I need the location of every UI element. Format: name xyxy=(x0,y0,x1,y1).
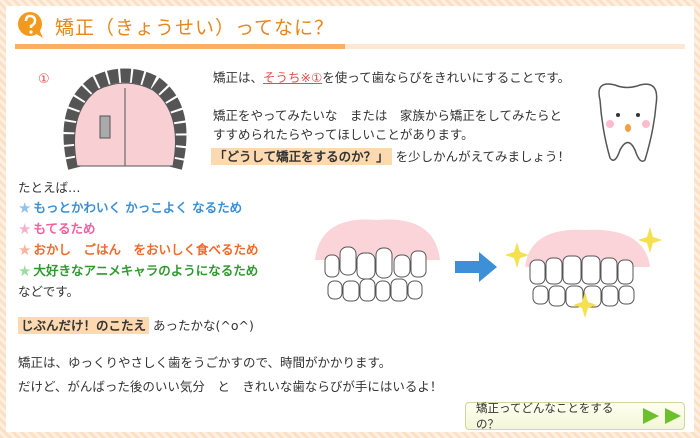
title-underline xyxy=(15,44,345,49)
list-item: ★もっとかわいく かっこよく なるため xyxy=(18,199,243,217)
next-page-button[interactable]: 矯正ってどんなことをするの？ xyxy=(465,401,685,431)
examples-tail: などです。 xyxy=(18,284,80,299)
retainer-illustration xyxy=(63,68,187,170)
figure-label: ① xyxy=(38,72,50,87)
arrow-right-icon xyxy=(455,252,497,282)
intro-line-3: すすめられたらやってほしいことがあります。 xyxy=(213,127,474,142)
list-item: ★大好きなアニメキャラのようになるため xyxy=(18,262,259,280)
list-item: ★おかし ごはん をおいしく食べるため xyxy=(18,241,259,259)
examples-list: ★もっとかわいく かっこよく なるため ★もてるため ★おかし ごはん をおいし… xyxy=(18,199,258,280)
closing-line-2: だけど、がんばった後のいい気分 と きれいな歯ならびが手にはいるよ！ xyxy=(18,379,443,394)
next-page-label: 矯正ってどんなことをするの？ xyxy=(476,401,614,431)
tooth-character-icon xyxy=(598,83,658,162)
examples-lead: たとえば… xyxy=(18,180,81,195)
content-panel xyxy=(6,6,694,432)
answer-highlight: じぶんだけ！のこたえ xyxy=(18,317,150,334)
list-item: ★もてるため xyxy=(18,220,96,238)
star-icon: ★ xyxy=(18,220,32,238)
crooked-teeth-illustration xyxy=(315,219,440,302)
question-bubble-icon xyxy=(18,12,43,38)
closing-line-1: 矯正は、ゆっくりやさしく歯をうごかすので、時間がかかります。 xyxy=(18,355,392,370)
star-icon: ★ xyxy=(18,241,32,259)
question-highlight: 「どうして矯正をするのか？」 xyxy=(211,148,392,165)
intro-line-1: 矯正は、そうち※①を使って歯ならびをきれいにすることです。 xyxy=(213,70,571,85)
retainer-link[interactable]: そうち※① xyxy=(263,70,323,85)
intro-line-4: 「どうして矯正をするのか？」 を少しかんがえてみましょう！ xyxy=(211,148,570,165)
answer-line: じぶんだけ！のこたえ あったかな(^o^) xyxy=(18,317,254,334)
intro-line-2: 矯正をやってみたいな または 家族から矯正をしてみたらと xyxy=(213,108,563,123)
star-icon: ★ xyxy=(18,199,32,217)
star-icon: ★ xyxy=(18,262,32,280)
title-underline-light xyxy=(345,44,685,49)
straight-teeth-illustration xyxy=(505,227,662,318)
double-arrow-icon xyxy=(643,408,682,424)
page-title: 矯正（きょうせい）ってなに？ xyxy=(55,17,335,39)
